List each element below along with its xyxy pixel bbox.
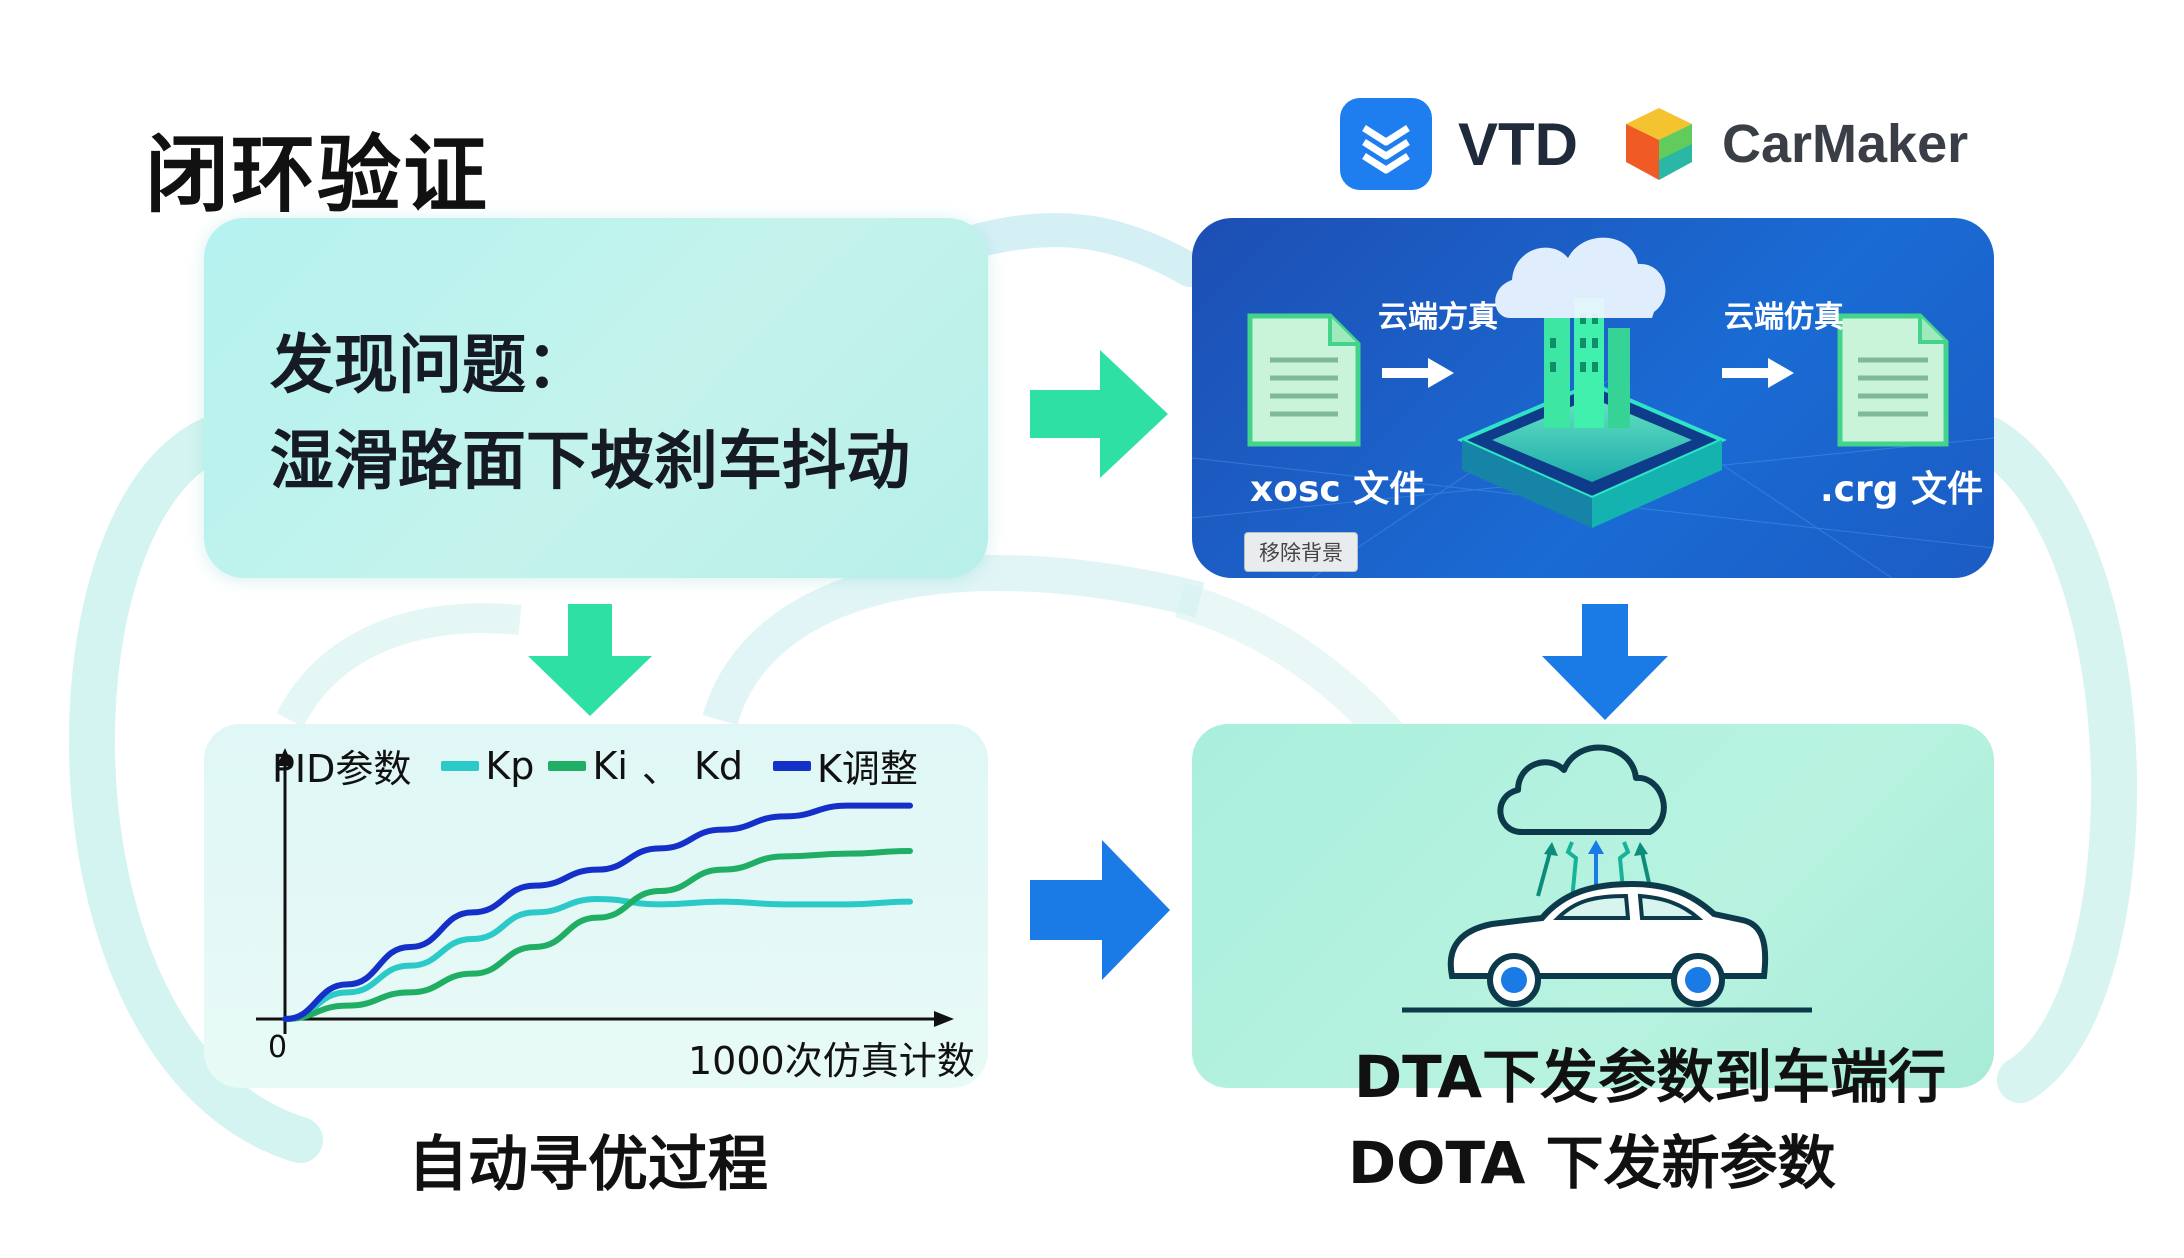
cloud-icon — [1497, 744, 1667, 835]
problem-description: 湿滑路面下坡刹车抖动 — [270, 425, 910, 499]
chart-caption: 自动寻优过程 — [408, 1130, 768, 1200]
line-chart — [256, 748, 954, 1034]
arrow-right-icon — [1030, 840, 1170, 980]
legend-label-kp: Kp — [485, 743, 535, 788]
carmaker-logo-text: CarMaker — [1722, 114, 1969, 174]
chart-legend: PID参数 Kp Ki 、 Kd K调整 — [272, 738, 918, 793]
legend-label-adjust: K调整 — [816, 747, 918, 791]
legend-separator: 、 — [641, 747, 680, 791]
signal-arrows-icon — [1536, 840, 1654, 901]
origin-label: 0 — [268, 1030, 288, 1065]
arrow-down-icon — [528, 604, 652, 716]
series-line-ki — [282, 848, 913, 1022]
series-line-kp — [282, 895, 913, 1022]
arrow-icon — [1382, 358, 1454, 388]
ota-deploy-panel — [1192, 724, 1994, 1088]
document-icon — [1247, 313, 1361, 447]
cloud-icon — [1495, 237, 1666, 318]
logo-bar: VTD CarMaker — [1340, 96, 1968, 192]
document-icon — [1837, 313, 1949, 447]
legend-label-kd: Kd — [693, 743, 743, 788]
arrow-icon — [1722, 358, 1794, 388]
sim-label-right: 云端仿真 — [1724, 300, 1844, 335]
deploy-title: DTA下发参数到车端行 — [1354, 1043, 1947, 1111]
arrow-down-icon — [1542, 604, 1668, 720]
page-title: 闭环验证 — [145, 126, 490, 224]
file-label-right: .crg 文件 — [1820, 469, 1984, 510]
arrow-right-icon — [1030, 350, 1168, 478]
vtd-logo-text: VTD — [1458, 110, 1578, 178]
carmaker-logo-icon — [1626, 108, 1692, 180]
legend-swatch-k — [772, 760, 811, 771]
remove-background-button[interactable]: 移除背景 — [1244, 532, 1358, 572]
legend-label-ki: Ki — [592, 743, 628, 788]
y-axis-arrow — [277, 748, 293, 766]
deploy-illustration — [1402, 744, 1812, 1013]
x-axis-arrow — [934, 1011, 954, 1027]
x-axis-label: 1000次仿真计数 — [688, 1039, 975, 1083]
car-icon — [1402, 880, 1812, 1013]
vtd-logo-icon — [1340, 98, 1432, 190]
problem-text: 发现问题： 湿滑路面下坡刹车抖动 — [270, 318, 910, 510]
series-line-k — [282, 802, 913, 1022]
file-label-left: xosc 文件 — [1250, 469, 1426, 510]
legend-swatch-ki — [548, 760, 587, 771]
deploy-subtitle: DOTA 下发新参数 — [1348, 1129, 1836, 1197]
simulation-illustration — [1192, 237, 1994, 578]
server-icon — [1457, 298, 1727, 528]
problem-panel — [204, 218, 988, 578]
y-axis-label: PID参数 — [272, 747, 412, 791]
legend-swatch-kp — [441, 760, 480, 771]
problem-heading: 发现问题： — [270, 329, 590, 403]
sim-label-left: 云端方真 — [1378, 300, 1498, 335]
cloud-simulation-panel — [1192, 218, 1994, 578]
